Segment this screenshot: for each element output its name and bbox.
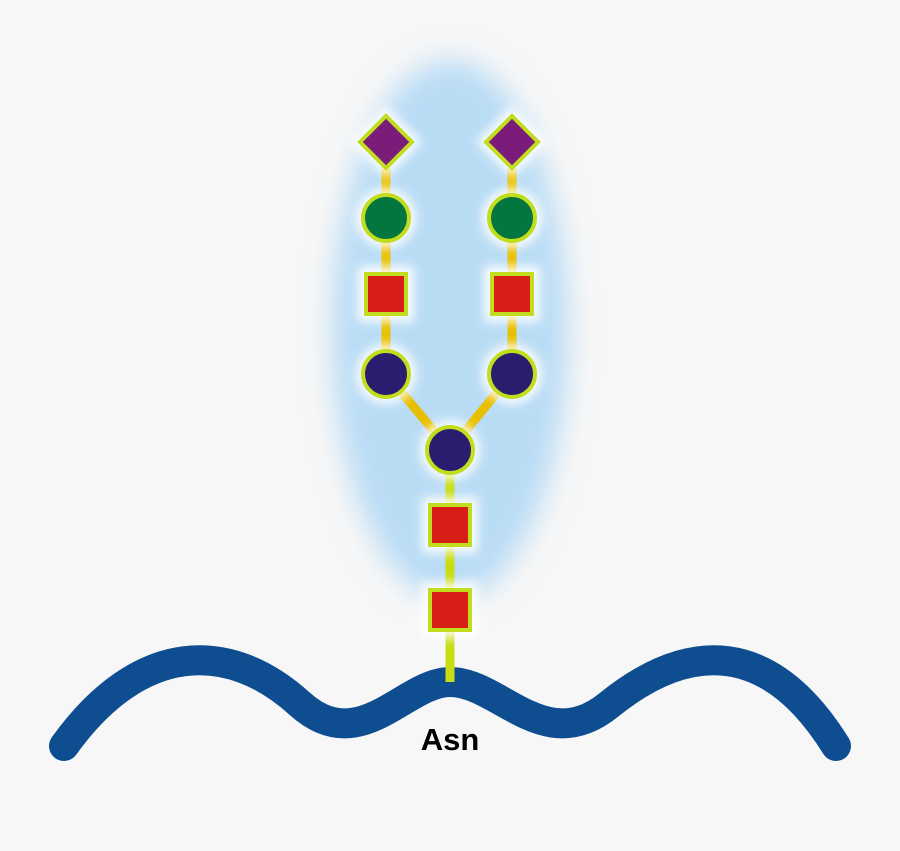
left-galactose <box>356 188 416 248</box>
right-galactose <box>482 188 542 248</box>
core-mannose <box>420 420 480 480</box>
left-mannose <box>356 344 416 404</box>
right-glcnac <box>484 266 540 322</box>
glcnac-2 <box>422 497 478 553</box>
right-sialic-acid <box>476 106 548 178</box>
glcnac-1 <box>422 582 478 638</box>
left-sialic-acid <box>350 106 422 178</box>
right-mannose <box>482 344 542 404</box>
left-glcnac <box>358 266 414 322</box>
glycan-residues <box>350 106 548 638</box>
asn-label: Asn <box>421 722 480 757</box>
